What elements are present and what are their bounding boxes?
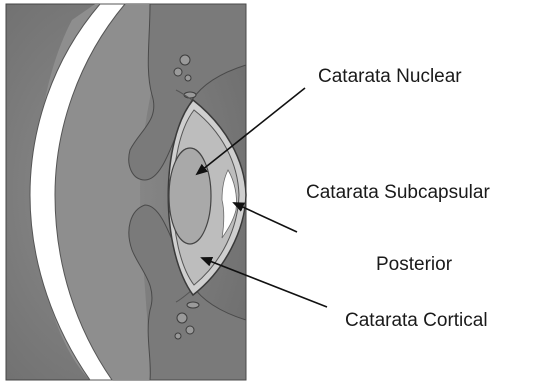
label-catarata-nuclear: Catarata Nuclear	[318, 66, 462, 88]
label-catarata-cortical: Catarata Cortical	[345, 310, 488, 332]
label-posterior: Posterior	[376, 254, 452, 276]
label-catarata-subcapsular: Catarata Subcapsular	[306, 182, 490, 204]
lens-nucleus	[169, 148, 211, 244]
